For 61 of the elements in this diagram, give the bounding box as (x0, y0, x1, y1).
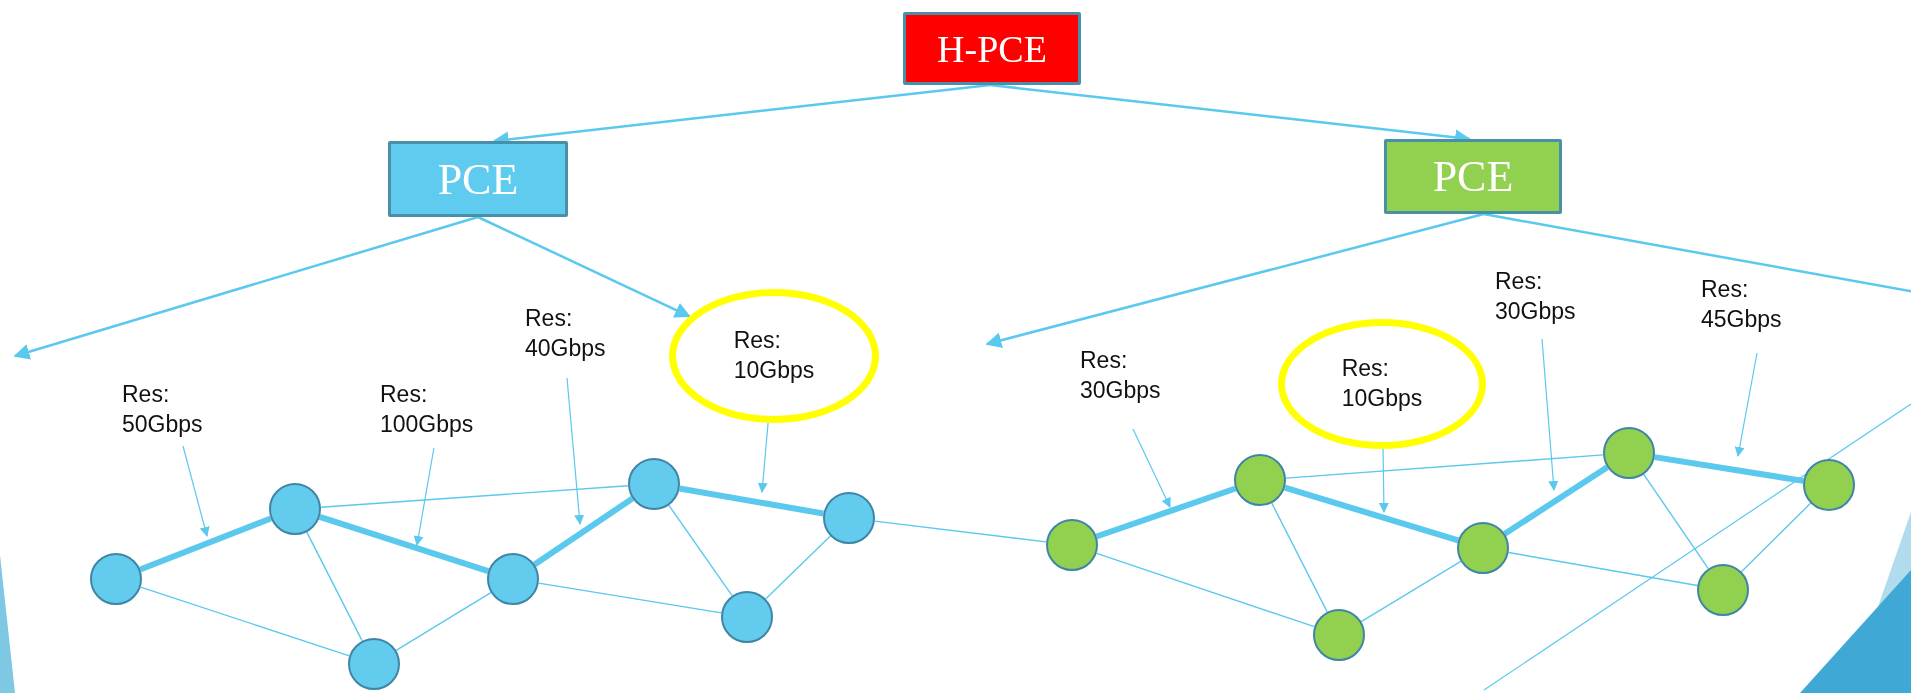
network-node (1313, 609, 1365, 661)
reserved-link (532, 496, 635, 567)
network-link (306, 531, 363, 642)
network-node (1234, 454, 1286, 506)
leader-line (1132, 428, 1171, 508)
network-link (140, 586, 350, 657)
resource-label: Res: 100Gbps (380, 380, 474, 439)
reserved-link (318, 514, 490, 574)
controller-box: PCE (1384, 139, 1562, 214)
controller-box: PCE (388, 141, 568, 217)
network-node (823, 492, 875, 544)
network-node (1457, 522, 1509, 574)
network-node (628, 458, 680, 510)
network-link (1643, 473, 1709, 570)
resource-label: Res: 40Gbps (525, 304, 606, 363)
resource-label: Res: 45Gbps (1701, 275, 1782, 334)
network-node (1046, 519, 1098, 571)
network-node (1603, 427, 1655, 479)
leader-line (182, 445, 210, 537)
network-node (90, 553, 142, 605)
controller-box: H-PCE (903, 12, 1081, 85)
leader-line (413, 447, 435, 546)
network-link (764, 535, 832, 600)
network-link (1740, 502, 1812, 573)
resource-label: Res: 30Gbps (1495, 267, 1576, 326)
network-node (269, 483, 321, 535)
network-link (1095, 552, 1316, 628)
resource-label: Res: 30Gbps (1080, 346, 1161, 405)
network-link (1360, 560, 1462, 623)
network-link (668, 504, 733, 597)
reserved-link (139, 515, 272, 573)
arrow (13, 215, 479, 360)
leader-line (1734, 352, 1758, 457)
network-link (1285, 454, 1604, 479)
leader-line (1541, 338, 1559, 491)
network-link (1271, 502, 1328, 613)
reserved-link (1095, 485, 1237, 540)
reserved-link (1503, 464, 1609, 537)
network-link (320, 485, 629, 508)
arrow (477, 215, 691, 318)
highlight-ellipse (669, 289, 879, 423)
network-node (1803, 459, 1855, 511)
resource-label: Res: 10Gbps (733, 326, 815, 385)
network-link (537, 582, 723, 614)
resource-label: Res: 50Gbps (122, 380, 203, 439)
network-node (1697, 564, 1749, 616)
reserved-link (1284, 484, 1459, 544)
network-node (348, 638, 400, 690)
network-node (721, 591, 773, 643)
resource-label: Res: 10Gbps (1341, 354, 1423, 413)
reserved-link (1654, 454, 1804, 484)
leader-line (566, 377, 585, 525)
highlight-ellipse (1278, 319, 1486, 449)
network-link (874, 520, 1047, 543)
network-link (1507, 551, 1699, 587)
leader-line (1378, 448, 1389, 513)
network-link (395, 591, 492, 652)
arrow (985, 212, 1484, 349)
reserved-link (679, 485, 824, 517)
network-node (487, 553, 539, 605)
leader-line (757, 422, 769, 493)
